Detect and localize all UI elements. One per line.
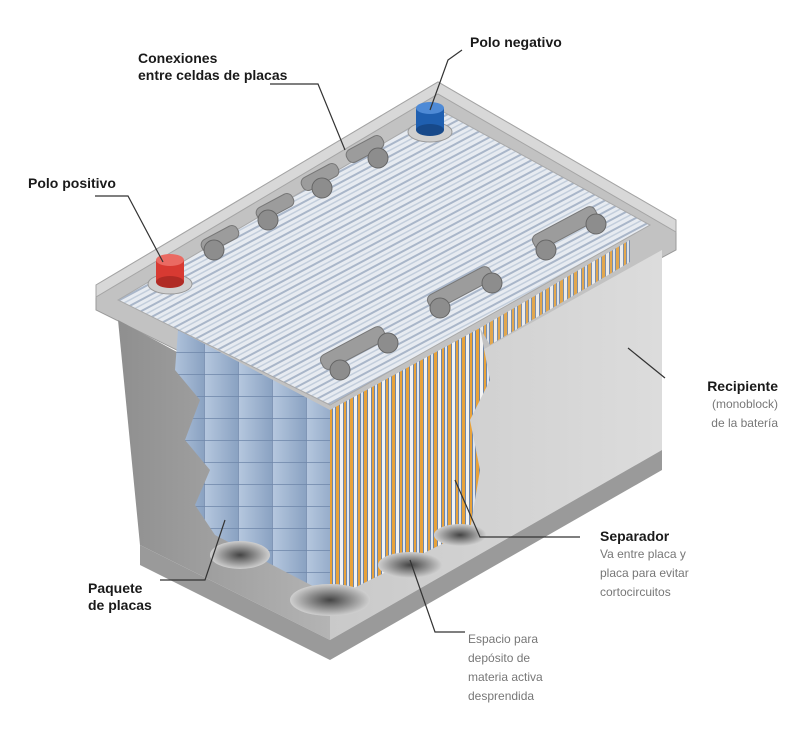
label-espacio-line1: Espacio para: [468, 632, 539, 646]
label-recipiente: Recipiente (monoblock) de la batería: [668, 378, 778, 433]
positive-terminal: [147, 254, 193, 295]
separator-strip-back: [480, 240, 630, 345]
label-espacio-line2: depósito de: [468, 651, 531, 665]
sediment-pile: [434, 524, 486, 546]
label-separador-desc1: Va entre placa y: [600, 547, 686, 561]
label-recipiente-desc1: (monoblock): [711, 397, 778, 411]
label-separador-title: Separador: [600, 528, 670, 544]
label-recipiente-desc2: de la batería: [711, 416, 778, 430]
label-conexiones-line1: Conexiones: [138, 50, 218, 66]
label-conexiones: Conexiones entre celdas de placas: [138, 50, 287, 84]
label-separador: Separador Va entre placa y placa para ev…: [600, 528, 689, 602]
sediment-pile: [290, 584, 370, 616]
label-conexiones-line2: entre celdas de placas: [138, 67, 288, 83]
label-recipiente-title: Recipiente: [707, 378, 778, 394]
label-espacio-line3: materia activa: [468, 670, 543, 684]
label-paquete-line1: Paquete: [88, 580, 143, 596]
casing-rim: [95, 81, 677, 298]
label-polo-negativo: Polo negativo: [470, 34, 562, 50]
sediment-pile: [210, 541, 270, 569]
label-paquete-line2: de placas: [88, 597, 152, 613]
leader-lines: [95, 49, 666, 633]
casing-base: [140, 450, 662, 660]
label-polo-positivo: Polo positivo: [28, 175, 116, 191]
label-espacio: Espacio para depósito de materia activa …: [468, 630, 543, 706]
sediment-pile: [378, 552, 442, 578]
plate-pack-grid: [175, 330, 330, 595]
label-separador-desc3: cortocircuitos: [600, 585, 671, 599]
label-espacio-line4: desprendida: [468, 689, 535, 703]
label-paquete: Paquete de placas: [88, 580, 152, 614]
negative-terminal: [407, 102, 453, 143]
connector-posts: [203, 147, 607, 381]
label-separador-desc2: placa para evitar: [600, 566, 689, 580]
